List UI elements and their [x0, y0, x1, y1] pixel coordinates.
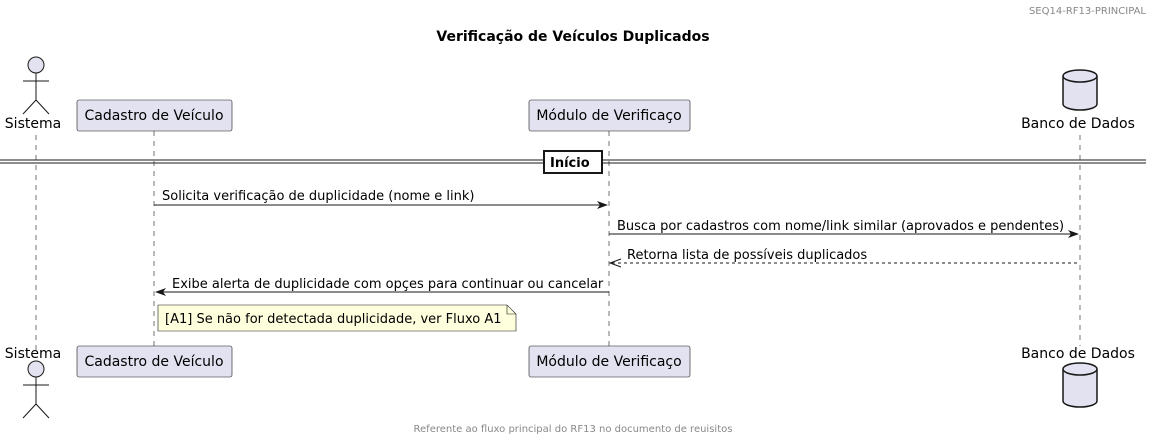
participant-label: Cadastro de Veículo	[84, 108, 223, 124]
arrowhead	[597, 201, 608, 209]
database-icon	[1062, 69, 1098, 111]
message-1: Solicita verificação de duplicidade (nom…	[154, 189, 608, 209]
divider-label: Início	[550, 156, 590, 171]
arrowhead	[1068, 230, 1079, 238]
participant-cadastro-bottom: Cadastro de Veículo	[76, 345, 233, 378]
message-3: Retorna lista de possíveis duplicados	[608, 248, 1080, 268]
participant-label: Sistema	[5, 116, 61, 132]
participant-sistema-top: Sistema	[5, 56, 61, 132]
database-icon	[1062, 362, 1098, 408]
message-4: Exibe alerta de duplicidade com opçes pa…	[155, 277, 609, 296]
arrowhead	[155, 288, 166, 296]
message-label: Exibe alerta de duplicidade com opçes pa…	[172, 277, 604, 292]
note-a1: [A1] Se não for detectada duplicidade, v…	[157, 304, 517, 332]
message-label: Solicita verificação de duplicidade (nom…	[162, 189, 475, 204]
participant-modulo-top: Módulo de Verificaço	[528, 99, 691, 132]
participant-banco-bottom: Banco de Dados	[1021, 346, 1135, 408]
arrowhead	[608, 258, 622, 268]
message-label: Busca por cadastros com nome/link simila…	[617, 219, 1064, 234]
actor-icon	[22, 56, 50, 115]
participant-label: Sistema	[5, 346, 61, 362]
message-2: Busca por cadastros com nome/link simila…	[609, 219, 1079, 238]
participant-label: Banco de Dados	[1021, 116, 1135, 132]
diagram-footer: Referente ao fluxo principal do RF13 no …	[414, 424, 733, 435]
participant-label: Módulo de Verificaço	[536, 354, 681, 370]
diagram-title: Verificação de Veículos Duplicados	[436, 29, 709, 45]
actor-icon	[22, 360, 50, 419]
participant-label: Banco de Dados	[1021, 346, 1135, 362]
participant-banco-top: Banco de Dados	[1021, 69, 1135, 132]
participant-label: Cadastro de Veículo	[84, 354, 223, 370]
participant-cadastro-top: Cadastro de Veículo	[76, 99, 233, 132]
participant-label: Módulo de Verificaço	[536, 108, 681, 124]
diagram-header-id: SEQ14-RF13-PRINCIPAL	[1029, 6, 1146, 17]
divider-inicio: Início	[0, 150, 1146, 174]
participant-sistema-bottom: Sistema	[5, 346, 61, 419]
message-label: Retorna lista de possíveis duplicados	[627, 248, 867, 263]
note-text: [A1] Se não for detectada duplicidade, v…	[165, 312, 502, 327]
participant-modulo-bottom: Módulo de Verificaço	[528, 345, 691, 378]
